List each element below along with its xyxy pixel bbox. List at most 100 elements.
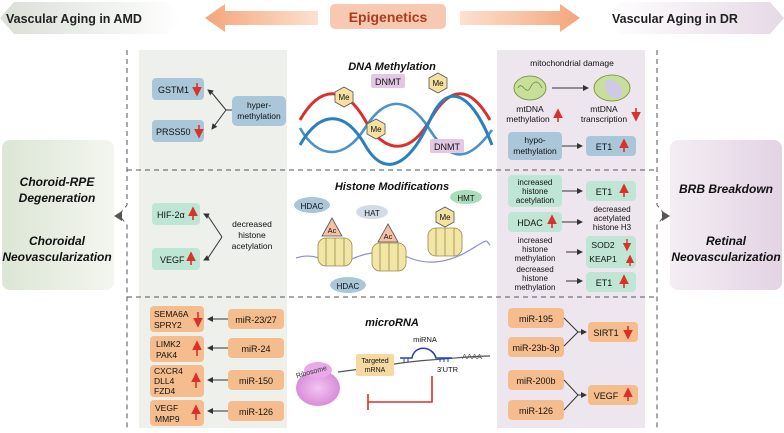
mito-title: mitochondrial damage <box>530 58 614 68</box>
target-dll4: DLL4 <box>154 376 175 386</box>
hdac-bottom <box>330 277 366 293</box>
mirna-mir2327: miR-23/27 <box>235 315 277 325</box>
left-orange-arrow <box>205 4 318 32</box>
mech-box-hypermethylation <box>232 96 286 126</box>
target-limk2: LIMK2 <box>156 339 181 349</box>
target-sema6a: SEMA6A <box>154 309 189 319</box>
right-outcome-box <box>670 140 782 290</box>
mtdna-trans-line1: mtDNA <box>590 104 618 114</box>
mirna-mir150: miR-150 <box>239 376 273 386</box>
left-title-banner <box>0 2 182 34</box>
dr-hist-r2-line1: decreased <box>593 205 630 214</box>
right-outcome-line3: Neovascularization <box>671 250 780 264</box>
target-box-limk2 <box>150 336 204 362</box>
dr-hist-r4-line1: decreased <box>516 265 553 274</box>
dr-hist-r2-source: HDAC <box>517 218 543 228</box>
dna-strand-blue <box>298 94 494 166</box>
ribosome-small <box>304 362 332 378</box>
dr-hist-r3-line1: increased <box>518 236 553 245</box>
nucleosome-1 <box>317 237 353 267</box>
methyl-hex-3 <box>428 72 448 94</box>
methyl-hex-2 <box>366 118 386 140</box>
hypo-line2: methylation <box>513 146 557 156</box>
hypo-box <box>508 132 562 160</box>
methyl-hex-histone <box>435 206 455 228</box>
amd-mirna-group: SEMA6A SPRY2 miR-23/27 LIMK2 PAK4 miR-24… <box>150 306 284 426</box>
dr-hist-r4-target: ET1 <box>596 278 613 288</box>
mirna-box-mir150 <box>228 370 284 390</box>
center-title-box <box>330 4 446 29</box>
dr-histone-group: increased histone acetylation ET1 HDAC d… <box>508 175 636 292</box>
dnmt-box-2 <box>430 139 464 153</box>
target-vegf-mirna: VEGF <box>155 403 178 413</box>
hmt-label: HMT <box>457 194 474 203</box>
left-outcome-line4: Neovascularization <box>2 250 111 264</box>
gene-box-hif2a <box>152 203 200 225</box>
methyl-label-2: Me <box>370 125 382 134</box>
mirna-box-mir126-dr <box>508 400 564 420</box>
target-pak4: PAK4 <box>156 350 177 360</box>
gene-hif2a: HIF-2α <box>157 210 185 220</box>
dr-hist-r4-line3: methylation <box>515 283 556 292</box>
left-outcome-arrowhead <box>114 211 122 221</box>
mtdna-trans-line2: transcription <box>581 114 628 124</box>
target-spry2: SPRY2 <box>154 320 182 330</box>
mito-healthy-cristae <box>517 81 543 91</box>
mech-hist-line3: acetylation <box>232 241 273 251</box>
target-mmp9: MMP9 <box>155 414 180 424</box>
dna-strand-red <box>298 92 492 148</box>
mirna-mir23b: miR-23b-3p <box>512 343 559 353</box>
dna-strand-blue-2 <box>298 102 494 156</box>
hmt-bubble <box>450 190 482 204</box>
vegf-dr: VEGF <box>594 391 619 401</box>
target-box-vegf-mmp9 <box>150 400 204 426</box>
mirna-mir195: miR-195 <box>519 314 553 324</box>
inhibition-line <box>367 376 433 410</box>
dr-hist-r3-line3: methylation <box>515 254 556 263</box>
amd-dna-group: GSTM1 PRSS50 hyper- methylation <box>152 78 286 142</box>
acetyl-triangle-1 <box>321 217 343 237</box>
mirna-hairpin <box>400 347 452 359</box>
amd-histone-connector <box>207 215 223 259</box>
hdac-bottom-label: HDAC <box>337 282 360 291</box>
left-title: Vascular Aging in AMD <box>6 12 142 26</box>
mito-damaged-lesion <box>605 79 623 99</box>
gene-vegf-amd: VEGF <box>160 255 185 265</box>
methyl-hex-1 <box>334 86 354 108</box>
polya-label: AAAA <box>462 352 482 361</box>
mirna-box-mir2327 <box>228 309 284 329</box>
gene-prss50: PRSS50 <box>156 127 191 137</box>
gene-gstm1: GSTM1 <box>158 85 189 95</box>
section-dna-title: DNA Methylation <box>348 61 436 73</box>
right-orange-arrow <box>460 4 580 32</box>
histone-illustration: HDAC HAT HMT HDAC Ac Ac Me <box>294 190 491 293</box>
mtdna-meth-line1: mtDNA <box>516 104 544 114</box>
et1-dna: ET1 <box>596 142 613 152</box>
left-outcome: Choroid-RPE Degeneration Choroidal Neova… <box>2 140 122 290</box>
mtdna-meth-line2: methylation <box>506 114 550 124</box>
dashed-borders <box>118 50 666 428</box>
dr-hist-r1-line1: increased <box>518 178 553 187</box>
targeted-mrna-box <box>356 354 394 376</box>
dnmt-box-1 <box>371 74 405 88</box>
right-title-banner <box>606 2 784 34</box>
mech-hyper-line2: methylation <box>237 111 281 121</box>
mirna-box-mir195 <box>508 308 564 328</box>
right-outcome-line2: Retinal <box>706 234 747 248</box>
right-outcome-arrowhead <box>662 211 670 221</box>
nucleosome-2 <box>371 242 407 272</box>
target-box-cxcr4 <box>150 365 204 397</box>
dr-hist-r2-line2: acetylated <box>594 214 630 223</box>
mech-hist-line2: histone <box>238 230 266 240</box>
acetyl-triangle-2 <box>377 223 399 243</box>
mech-hyper-line1: hyper- <box>247 100 271 110</box>
mirna-illustration: Ribosome Targeted mRNA miRNA 3'UTR AAAA <box>295 335 491 410</box>
left-outcome-line2: Degeneration <box>19 191 96 205</box>
dna-helix-illustration: DNMT DNMT Me Me Me <box>298 72 494 166</box>
methyl-label-3: Me <box>432 79 444 88</box>
left-outcome-line1: Choroid-RPE <box>20 175 96 189</box>
hypo-line1: hypo- <box>524 135 545 145</box>
mech-hist-line1: decreased <box>232 219 272 229</box>
dr-hist-r1-line3: acetylation <box>516 196 554 205</box>
target-box-sema6a <box>150 306 204 332</box>
